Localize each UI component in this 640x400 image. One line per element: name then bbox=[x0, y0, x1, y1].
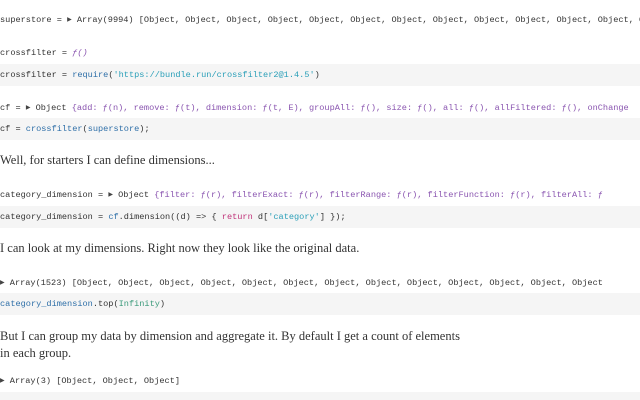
superstore-output: superstore = ▶ Array(9994) [Object, Obje… bbox=[0, 13, 640, 27]
category-dimension-code-cell[interactable] bbox=[0, 206, 640, 228]
crossfilter-output: crossfilter = ƒ() bbox=[0, 48, 88, 58]
expand-triangle-icon[interactable]: ▶ bbox=[108, 191, 113, 198]
output-summary[interactable]: Array(9994) bbox=[76, 15, 134, 25]
output-preview: [Object, Object, Object, Object, Object,… bbox=[138, 15, 640, 25]
prose-paragraph: I can look at my dimensions. Right now t… bbox=[0, 241, 360, 255]
output-summary[interactable]: Array(3) bbox=[9, 376, 52, 386]
code-token: category_dimension bbox=[0, 299, 93, 309]
expand-triangle-icon[interactable]: ▶ bbox=[67, 16, 72, 23]
output-summary[interactable]: Object bbox=[35, 103, 67, 113]
output-summary[interactable]: Array(1523) bbox=[9, 278, 67, 288]
code-token: d[ bbox=[252, 212, 269, 222]
code-token: require bbox=[72, 70, 109, 80]
crossfilter-code-cell[interactable] bbox=[0, 64, 640, 86]
top-output: ▶ Array(1523) [Object, Object, Object, O… bbox=[0, 276, 603, 290]
output-preview: [Object, Object, Object] bbox=[56, 376, 181, 386]
expand-triangle-icon[interactable]: ▶ bbox=[25, 104, 31, 111]
code-token: ); bbox=[139, 124, 150, 134]
top-source[interactable]: category_dimension.top(Infinity) bbox=[0, 297, 165, 311]
top-code-cell[interactable] bbox=[0, 293, 640, 315]
code-token: cf = bbox=[0, 124, 26, 134]
code-token: ) bbox=[159, 299, 166, 309]
output-preview: {add: ƒ(n), remove: ƒ(t), dimension: ƒ(t… bbox=[71, 103, 629, 113]
cf-source[interactable]: cf = crossfilter(superstore); bbox=[0, 122, 150, 136]
output-value: ƒ() bbox=[72, 48, 88, 58]
code-token: ( bbox=[82, 124, 88, 134]
code-token: return bbox=[221, 212, 253, 222]
prose-paragraph: Well, for starters I can define dimensio… bbox=[0, 153, 215, 167]
code-token: category_dimension = bbox=[0, 212, 109, 222]
code-token: .top( bbox=[92, 299, 119, 309]
code-token: ] }); bbox=[319, 212, 346, 222]
code-token: crossfilter bbox=[25, 124, 83, 134]
expand-triangle-icon[interactable]: ▶ bbox=[0, 279, 5, 286]
group-output: ▶ Array(3) [Object, Object, Object] bbox=[0, 374, 180, 388]
prose-paragraph: But I can group my data by dimension and… bbox=[0, 329, 460, 360]
output-name: crossfilter bbox=[0, 48, 57, 58]
output-name: cf bbox=[0, 103, 11, 113]
code-token: ( bbox=[108, 70, 114, 80]
output-preview: {filter: ƒ(r), filterExact: ƒ(r), filter… bbox=[154, 190, 603, 200]
output-name: category_dimension bbox=[0, 190, 93, 200]
code-token: ) bbox=[314, 70, 320, 80]
group-code-cell[interactable] bbox=[0, 392, 640, 400]
category-dimension-source[interactable]: category_dimension = cf.dimension((d) =>… bbox=[0, 210, 346, 224]
code-token: .dimension((d) => { bbox=[118, 212, 222, 222]
output-preview: [Object, Object, Object, Object, Object,… bbox=[71, 278, 603, 288]
expand-triangle-icon[interactable]: ▶ bbox=[0, 377, 5, 384]
output-summary[interactable]: Object bbox=[118, 190, 150, 200]
code-token: 'category' bbox=[268, 212, 320, 222]
output-name: superstore bbox=[0, 15, 52, 25]
code-token: cf bbox=[108, 212, 119, 222]
category-dimension-output: category_dimension = ▶ Object {filter: ƒ… bbox=[0, 190, 603, 200]
cf-output: cf = ▶ Object {add: ƒ(n), remove: ƒ(t), … bbox=[0, 103, 629, 113]
code-token: crossfilter = bbox=[0, 70, 73, 80]
code-token: superstore bbox=[87, 124, 140, 134]
cf-code-cell[interactable] bbox=[0, 118, 640, 140]
crossfilter-source[interactable]: crossfilter = require('https://bundle.ru… bbox=[0, 68, 320, 82]
code-token: 'https://bundle.run/crossfilter2@1.4.5' bbox=[113, 70, 315, 80]
code-token: Infinity bbox=[118, 299, 160, 309]
